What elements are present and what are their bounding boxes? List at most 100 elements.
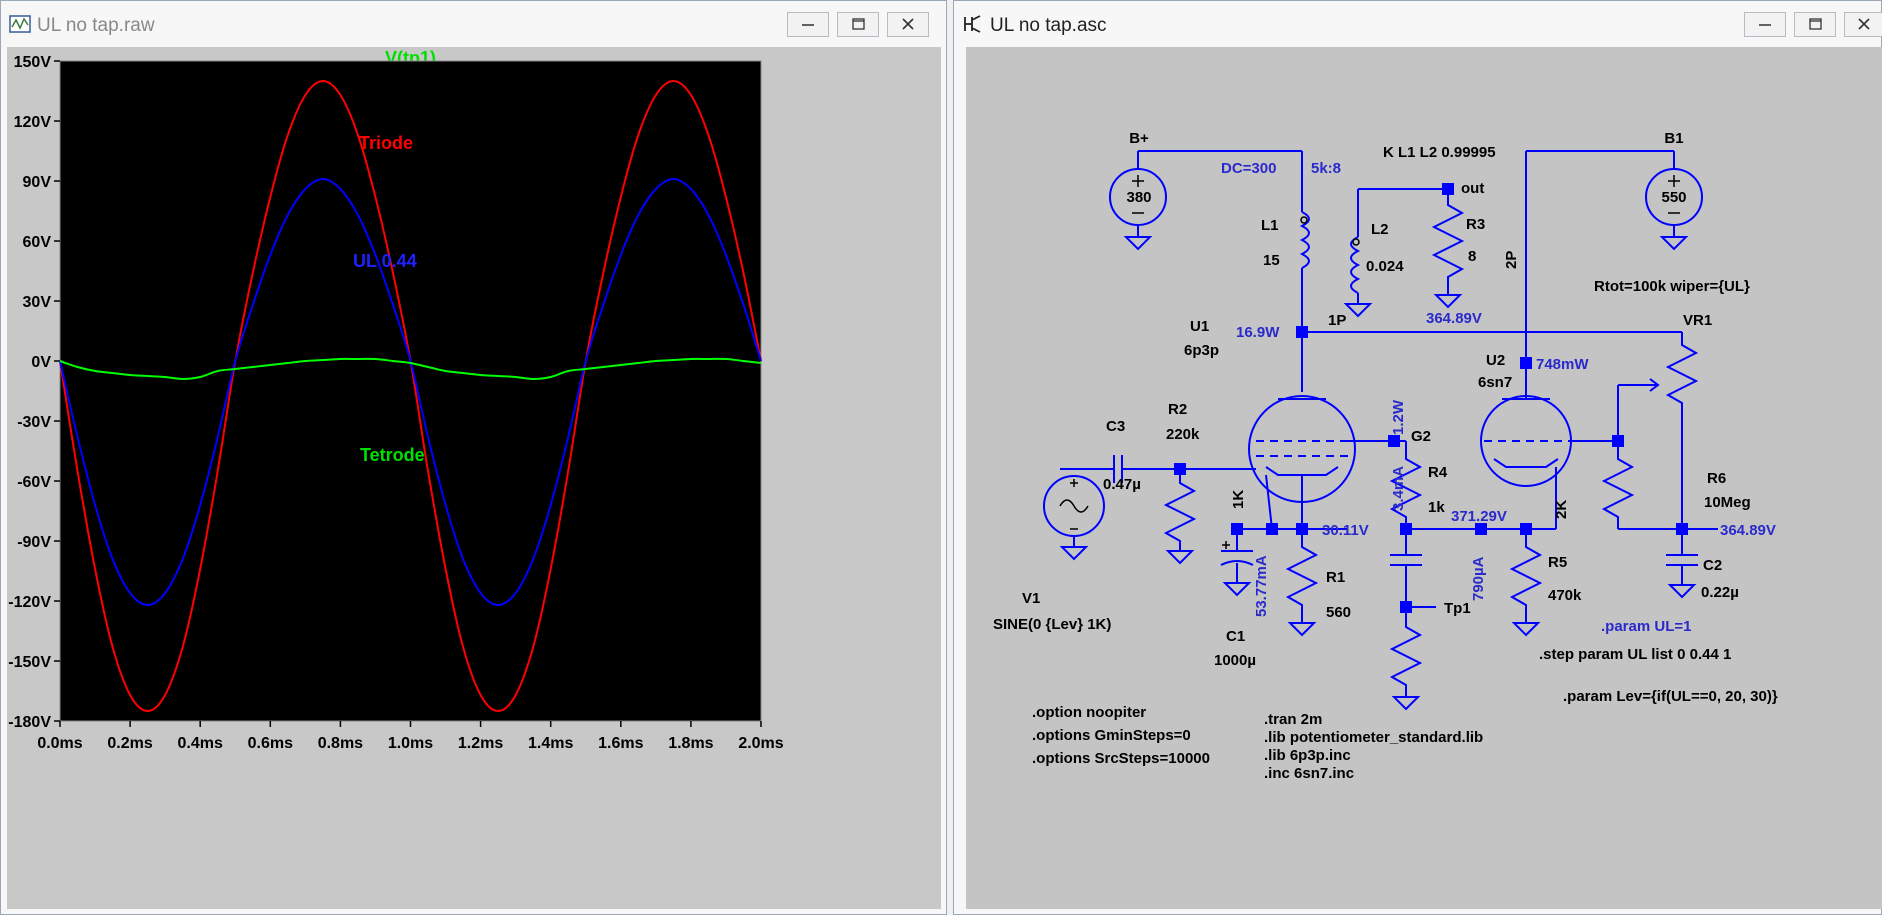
lib-potentiometer[interactable]: .lib potentiometer_standard.lib <box>1264 729 1483 746</box>
l1-value[interactable]: 15 <box>1263 252 1280 269</box>
tp1-resistor[interactable] <box>1389 607 1423 697</box>
v1-label[interactable]: V1 <box>1022 590 1040 607</box>
l2-value[interactable]: 0.024 <box>1366 258 1404 275</box>
waveform-plot[interactable]: V(tp1) 150V120V90V60V30V0V-30V-60V-90V-1… <box>7 47 941 909</box>
source-glyphs <box>1059 175 1680 549</box>
u2-part[interactable]: 6sn7 <box>1478 374 1512 391</box>
r6-value[interactable]: 10Meg <box>1704 494 1751 511</box>
maximize-button[interactable] <box>1794 12 1836 37</box>
schematic-window[interactable]: UL no tap.asc <box>953 0 1882 915</box>
grid-voltage[interactable]: 371.29V <box>1451 508 1507 525</box>
r1-resistor[interactable] <box>1285 529 1319 623</box>
c3-label[interactable]: C3 <box>1106 418 1125 435</box>
u1-part[interactable]: 6p3p <box>1184 342 1219 359</box>
ratio-annotation[interactable]: 5k:8 <box>1311 160 1341 177</box>
coupling-directive[interactable]: K L1 L2 0.99995 <box>1383 144 1496 161</box>
step-directive[interactable]: .step param UL list 0 0.44 1 <box>1539 646 1731 663</box>
bplus-label[interactable]: B+ <box>1129 130 1149 147</box>
u2-current[interactable]: 790µA <box>1470 556 1487 601</box>
inc-6sn7[interactable]: .inc 6sn7.inc <box>1264 765 1354 782</box>
r2-resistor[interactable] <box>1163 469 1197 551</box>
u1-power[interactable]: 16.9W <box>1236 324 1280 341</box>
u2-power[interactable]: 748mW <box>1536 356 1589 373</box>
r5-value[interactable]: 470k <box>1548 587 1582 604</box>
dc-annotation[interactable]: DC=300 <box>1221 160 1276 177</box>
annotation-tetrode[interactable]: Tetrode <box>360 445 425 465</box>
g2-label[interactable]: G2 <box>1411 428 1431 445</box>
r5-resistor[interactable] <box>1509 529 1543 623</box>
r3-resistor[interactable] <box>1431 189 1465 295</box>
v1-sine[interactable]: SINE(0 {Lev} 1K) <box>993 616 1111 633</box>
option-srcsteps[interactable]: .options SrcSteps=10000 <box>1032 750 1210 767</box>
u2-cathode-pin[interactable]: 2K <box>1553 500 1570 519</box>
b1-label[interactable]: B1 <box>1664 130 1683 147</box>
l2-inductor[interactable] <box>1350 236 1361 294</box>
close-button[interactable] <box>887 12 929 37</box>
l1-label[interactable]: L1 <box>1261 217 1279 234</box>
r1-value[interactable]: 560 <box>1326 604 1351 621</box>
y-tick-label: 90V <box>23 174 52 191</box>
r4-label[interactable]: R4 <box>1428 464 1448 481</box>
waveform-titlebar[interactable]: UL no tap.raw <box>1 1 946 47</box>
b1-value[interactable]: 550 <box>1661 189 1686 206</box>
cathode-current[interactable]: 53.77mA <box>1253 555 1270 617</box>
r6-resistor[interactable] <box>1601 441 1635 529</box>
c2-value[interactable]: 0.22µ <box>1701 584 1739 601</box>
ul-param-directive[interactable]: .param UL=1 <box>1601 618 1691 635</box>
cathode-voltage[interactable]: 30.11V <box>1322 522 1369 539</box>
schematic-canvas[interactable]: B+ 380 K L1 L2 0.99995 out L1 15 L2 0.02… <box>966 47 1882 909</box>
r3-value[interactable]: 8 <box>1468 248 1476 265</box>
u1-cathode-pin[interactable]: 1K <box>1230 490 1247 509</box>
tran-directive[interactable]: .tran 2m <box>1264 711 1322 728</box>
close-button[interactable] <box>1844 12 1882 37</box>
out-label[interactable]: out <box>1461 180 1484 197</box>
c3-value[interactable]: 0.47µ <box>1103 476 1141 493</box>
g2-current[interactable]: 3.4mA <box>1390 466 1407 511</box>
schematic-titlebar[interactable]: UL no tap.asc <box>954 1 1882 47</box>
schematic-window-title: UL no tap.asc <box>990 15 1107 36</box>
c1-value[interactable]: 1000µ <box>1214 652 1256 669</box>
lev-directive[interactable]: .param Lev={if(UL==0, 20, 30)} <box>1563 688 1778 705</box>
lib-6p3p[interactable]: .lib 6p3p.inc <box>1264 747 1351 764</box>
vr1-label[interactable]: VR1 <box>1683 312 1712 329</box>
plate-voltage[interactable]: 364.89V <box>1426 310 1482 327</box>
r1-label[interactable]: R1 <box>1326 569 1345 586</box>
r5-label[interactable]: R5 <box>1548 554 1567 571</box>
bplus-value[interactable]: 380 <box>1126 189 1151 206</box>
x-tick-label: 0.2ms <box>107 735 152 752</box>
series-ul-0-44[interactable] <box>59 177 762 607</box>
r4-resistor[interactable] <box>1389 441 1423 529</box>
c2-label[interactable]: C2 <box>1703 557 1722 574</box>
wires <box>1043 150 1718 697</box>
schematic-drawing[interactable]: B+ 380 K L1 L2 0.99995 out L1 15 L2 0.02… <box>966 47 1882 909</box>
minimize-button[interactable] <box>787 12 829 37</box>
r2-label[interactable]: R2 <box>1168 401 1187 418</box>
u1-label[interactable]: U1 <box>1190 318 1209 335</box>
r3-label[interactable]: R3 <box>1466 216 1485 233</box>
r4-value[interactable]: 1k <box>1428 499 1445 516</box>
option-noopiter[interactable]: .option noopiter <box>1032 704 1146 721</box>
vr1-params[interactable]: Rtot=100k wiper={UL} <box>1594 278 1750 295</box>
series-tetrode[interactable] <box>59 357 762 381</box>
y-tick-label: 0V <box>31 354 51 371</box>
u2-label[interactable]: U2 <box>1486 352 1505 369</box>
r6-label[interactable]: R6 <box>1707 470 1726 487</box>
minimize-button[interactable] <box>1744 12 1786 37</box>
tp1-label[interactable]: Tp1 <box>1444 600 1471 617</box>
r2-value[interactable]: 220k <box>1166 426 1200 443</box>
c1-label[interactable]: C1 <box>1226 628 1245 645</box>
option-gminsteps[interactable]: .options GminSteps=0 <box>1032 727 1191 744</box>
l2-label[interactable]: L2 <box>1371 221 1389 238</box>
annotation-triode[interactable]: Triode <box>359 133 413 153</box>
annotation-ul[interactable]: UL 0.44 <box>353 251 417 271</box>
maximize-button[interactable] <box>837 12 879 37</box>
vr1-potentiometer[interactable] <box>1665 332 1699 529</box>
u1-plate-pin[interactable]: 1P <box>1328 312 1346 329</box>
l1-inductor[interactable] <box>1299 211 1310 269</box>
g2-power[interactable]: 1.2W <box>1390 399 1407 435</box>
u2-plate-pin[interactable]: 2P <box>1503 251 1520 269</box>
vr1-voltage[interactable]: 364.89V <box>1720 522 1776 539</box>
maximize-icon <box>1809 18 1822 30</box>
